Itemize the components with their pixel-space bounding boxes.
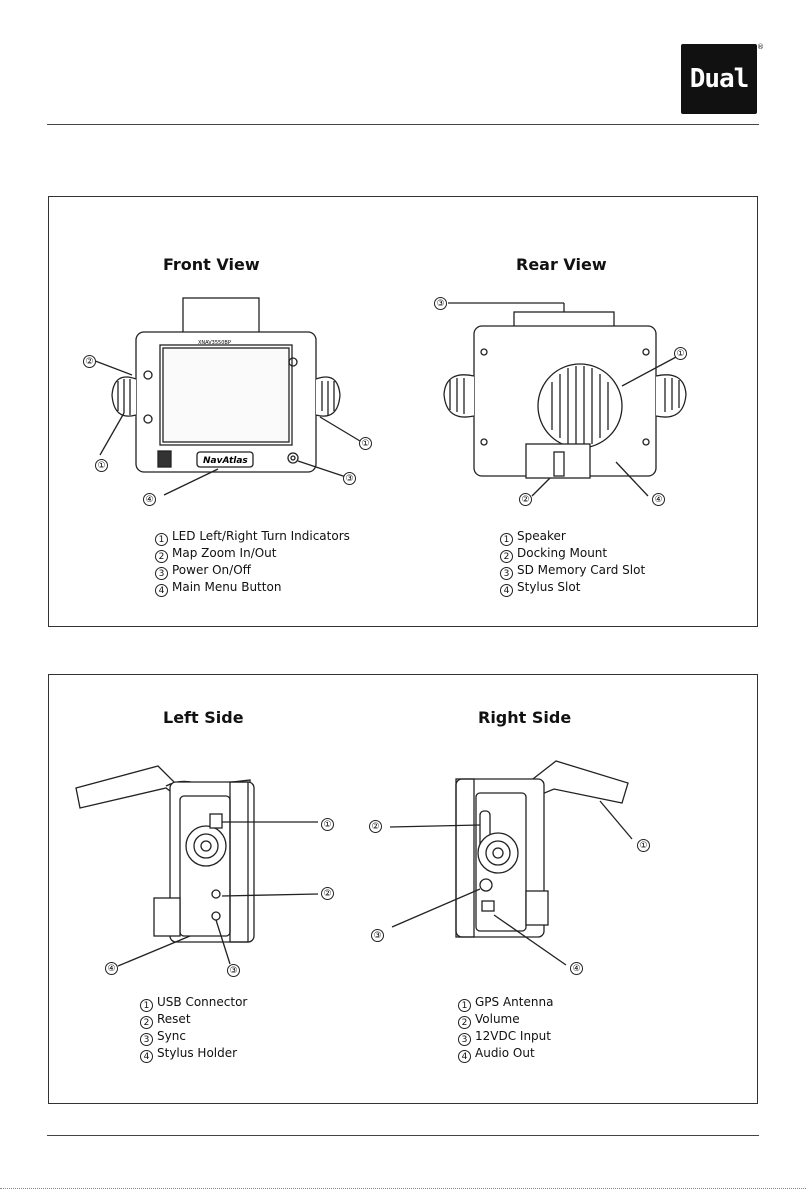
device-model-text: XNAV3550BP: [198, 340, 231, 346]
footer-rule: [47, 1135, 759, 1136]
front-callout-1b: ①: [359, 437, 372, 450]
front-callout-2: ②: [83, 355, 96, 368]
left-callout-3: ③: [227, 964, 240, 977]
rear-callout-1: ①: [674, 347, 687, 360]
front-view-heading: Front View: [163, 255, 260, 274]
front-callout-4: ④: [143, 493, 156, 506]
right-callout-4: ④: [570, 962, 583, 975]
rear-callout-2: ②: [519, 493, 532, 506]
rear-callout-3: ③: [434, 297, 447, 310]
front-rear-panel: [48, 196, 758, 627]
right-side-illustration: [389, 760, 633, 966]
right-callout-2: ②: [369, 820, 382, 833]
dual-logo: Dual: [681, 44, 757, 114]
front-callout-1a: ①: [95, 459, 108, 472]
right-callout-3: ③: [371, 929, 384, 942]
side-views-panel: [48, 674, 758, 1104]
left-side-illustration: [75, 765, 319, 967]
rear-callout-4: ④: [652, 493, 665, 506]
registered-mark: ®: [757, 43, 764, 51]
left-callout-2: ②: [321, 887, 334, 900]
device-brand-text: NavAtlas: [203, 456, 248, 466]
front-view-illustration: XNAV3550BP NavAtlas: [89, 297, 361, 496]
left-side-heading: Left Side: [163, 708, 244, 727]
right-callout-1: ①: [637, 839, 650, 852]
left-callout-4: ④: [105, 962, 118, 975]
left-callout-1: ①: [321, 818, 334, 831]
front-callout-3: ③: [343, 472, 356, 485]
rear-view-illustration: [443, 302, 687, 497]
header-rule: [47, 124, 759, 125]
rear-view-heading: Rear View: [516, 255, 607, 274]
page-edge-dots: [0, 1188, 806, 1189]
right-side-heading: Right Side: [478, 708, 572, 727]
